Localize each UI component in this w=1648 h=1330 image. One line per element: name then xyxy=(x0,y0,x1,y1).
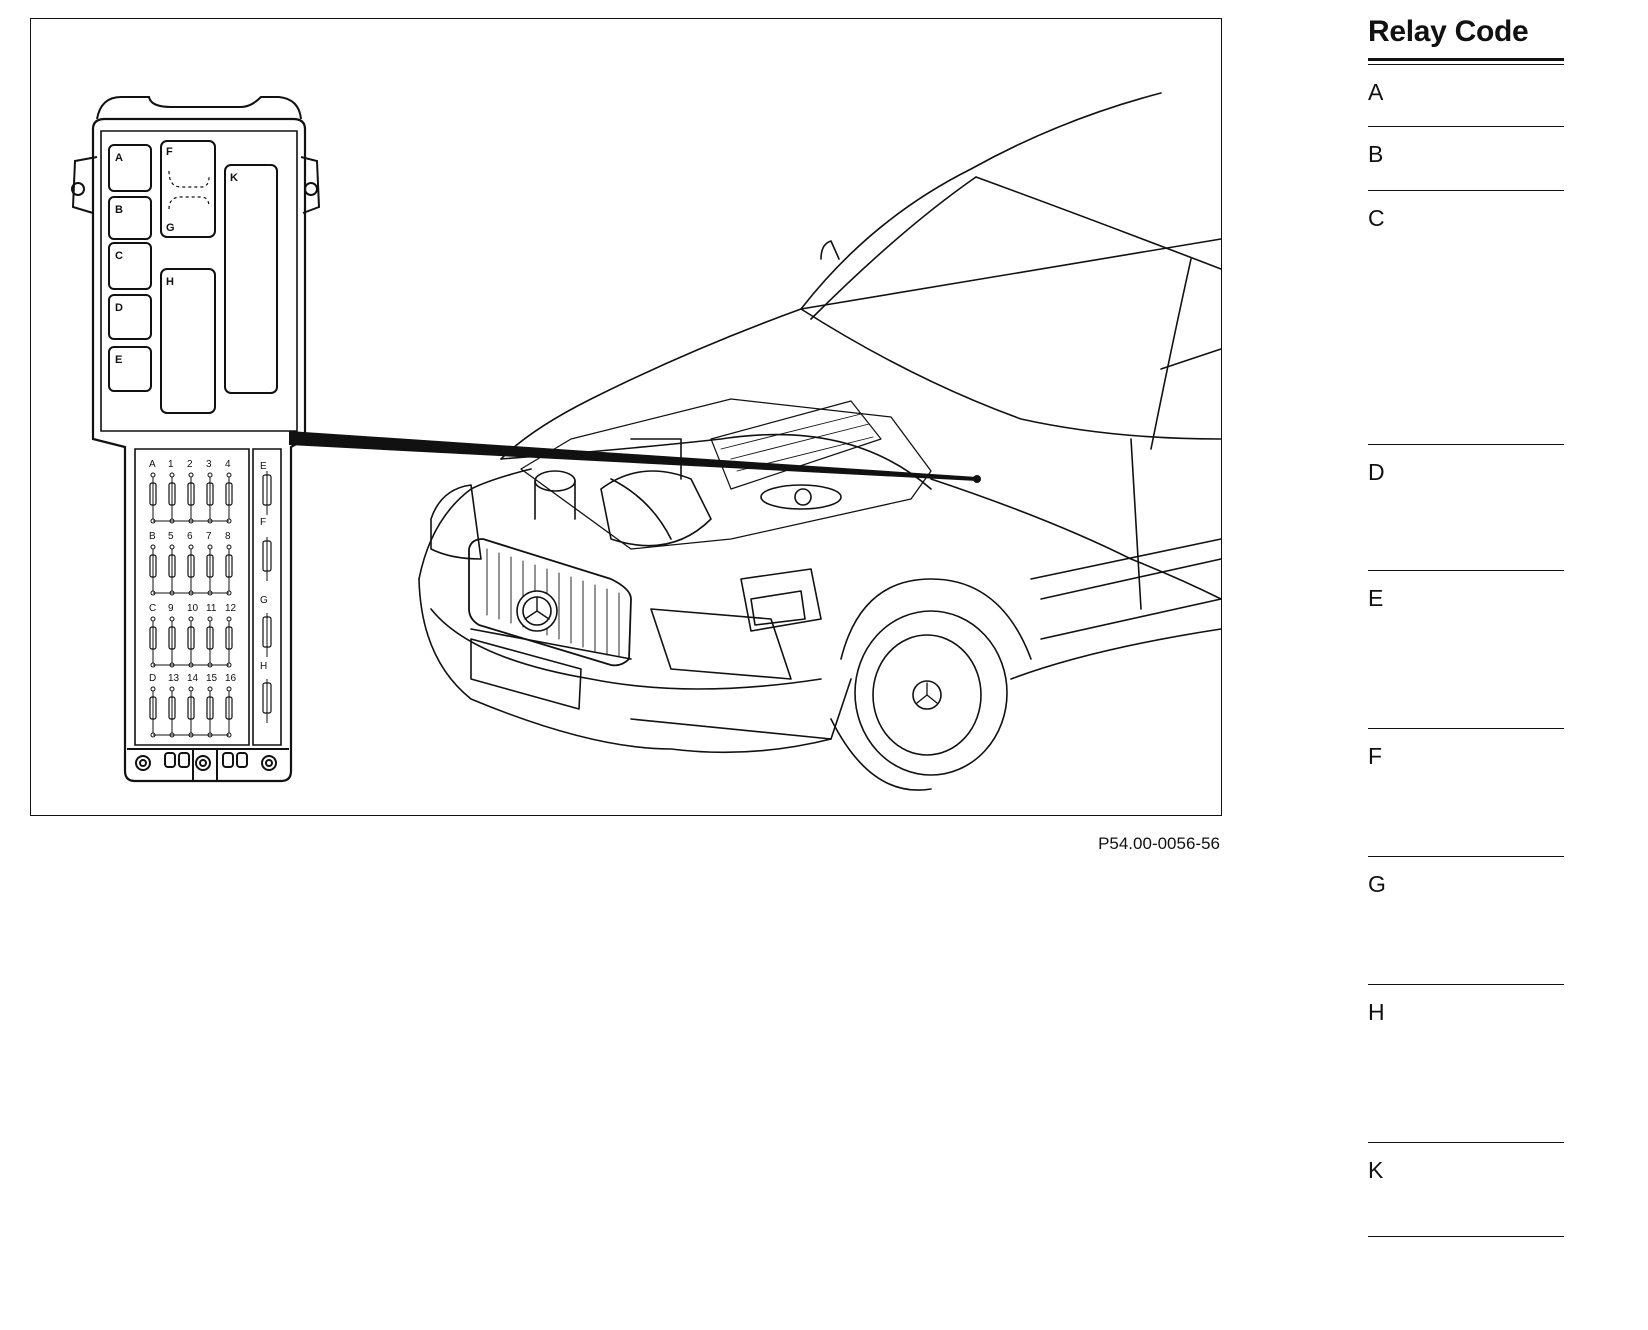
fuse-number-label: 15 xyxy=(206,673,218,684)
relay-code-row: K xyxy=(1368,1142,1564,1236)
fuse-number-label: 4 xyxy=(225,459,231,470)
fuse-row-relay-label: D xyxy=(149,673,156,684)
fuse-terminal xyxy=(226,686,232,692)
relay-slot-label: C xyxy=(115,250,123,262)
fuse-terminal xyxy=(188,616,194,622)
relay-slot-label: A xyxy=(115,152,123,164)
fuse-number-label: 1 xyxy=(168,459,174,470)
relay-code-row: H xyxy=(1368,984,1564,1142)
relay-code-row: C xyxy=(1368,190,1564,444)
fuse-number-label: 6 xyxy=(187,531,193,542)
relay-code-letter: A xyxy=(1368,79,1384,105)
fuse-terminal xyxy=(169,686,175,692)
relay-slot-label: G xyxy=(166,222,175,234)
relay-slot-label: D xyxy=(115,302,123,314)
fuse-terminal xyxy=(188,686,194,692)
fuse-terminal xyxy=(150,472,156,478)
side-fuse-label: G xyxy=(260,595,268,606)
relay-code-letter: B xyxy=(1368,141,1384,167)
side-fuse-labels: E F G H xyxy=(260,461,268,672)
fuse-number-label: 7 xyxy=(206,531,212,542)
relay-code-row: A xyxy=(1368,64,1564,126)
side-fuse-label: E xyxy=(260,461,267,472)
fuse-terminal xyxy=(226,472,232,478)
relay-slot-label: K xyxy=(230,172,238,184)
relay-slot-label: B xyxy=(115,204,123,216)
relay-code-panel: Relay Code A B C D E F G H K xyxy=(1368,14,1564,1237)
fuse-number-label: 13 xyxy=(168,673,180,684)
relay-code-row: B xyxy=(1368,126,1564,190)
relay-code-letter: H xyxy=(1368,999,1385,1025)
relay-code-title: Relay Code xyxy=(1368,14,1564,61)
fuse-terminal xyxy=(207,544,213,550)
fuse-number-label: 12 xyxy=(225,603,237,614)
fuse-terminal xyxy=(207,686,213,692)
fuse-number-label: 16 xyxy=(225,673,237,684)
relay-code-row: F xyxy=(1368,728,1564,856)
fuse-terminal xyxy=(188,544,194,550)
relay-code-row: D xyxy=(1368,444,1564,570)
fuse-number-label: 14 xyxy=(187,673,199,684)
fuse-number-label: 11 xyxy=(206,603,217,614)
fuse-terminal xyxy=(169,472,175,478)
fuse-terminal xyxy=(226,544,232,550)
fuse-row-relay-label: B xyxy=(149,531,156,542)
fuse-terminal xyxy=(150,616,156,622)
fuse-terminal xyxy=(226,616,232,622)
fuse-terminal xyxy=(169,616,175,622)
fuse-terminal xyxy=(188,472,194,478)
relay-code-row: G xyxy=(1368,856,1564,984)
relay-code-letter: D xyxy=(1368,459,1385,485)
relay-code-letter: E xyxy=(1368,585,1384,611)
relay-slot-label: F xyxy=(166,146,173,158)
relay-slot-label: H xyxy=(166,276,174,288)
car-illustration xyxy=(418,92,1222,791)
relay-code-letter: F xyxy=(1368,743,1383,769)
fuse-row-relay-label: C xyxy=(149,603,156,614)
relay-code-letter: K xyxy=(1368,1157,1384,1183)
fuse-number-label: 5 xyxy=(168,531,174,542)
figure-reference-code: P54.00-0056-56 xyxy=(1098,834,1220,853)
fuse-terminal xyxy=(150,544,156,550)
fuse-terminal xyxy=(150,686,156,692)
side-fuse-label: H xyxy=(260,661,267,672)
fuse-number-label: 2 xyxy=(187,459,193,470)
relay-slot-label: E xyxy=(115,354,122,366)
fuse-number-label: 3 xyxy=(206,459,212,470)
leader-line xyxy=(289,431,977,481)
side-fuse-label: F xyxy=(260,517,266,528)
fuse-row-relay-label: A xyxy=(149,459,156,470)
fuse-box xyxy=(71,96,321,783)
fuse-number-label: 8 xyxy=(225,531,231,542)
fuse-terminal xyxy=(207,472,213,478)
relay-code-letter: G xyxy=(1368,871,1386,897)
location-marker xyxy=(973,475,981,483)
relay-code-row: E xyxy=(1368,570,1564,728)
fuse-number-label: 9 xyxy=(168,603,174,614)
fuse-number-label: 10 xyxy=(187,603,199,614)
fuse-terminal xyxy=(207,616,213,622)
fuse-box-relay-labels: A B C D E F G H K xyxy=(115,146,238,366)
relay-code-end-rule xyxy=(1368,1236,1564,1237)
relay-code-letter: C xyxy=(1368,205,1385,231)
fuse-terminal xyxy=(169,544,175,550)
